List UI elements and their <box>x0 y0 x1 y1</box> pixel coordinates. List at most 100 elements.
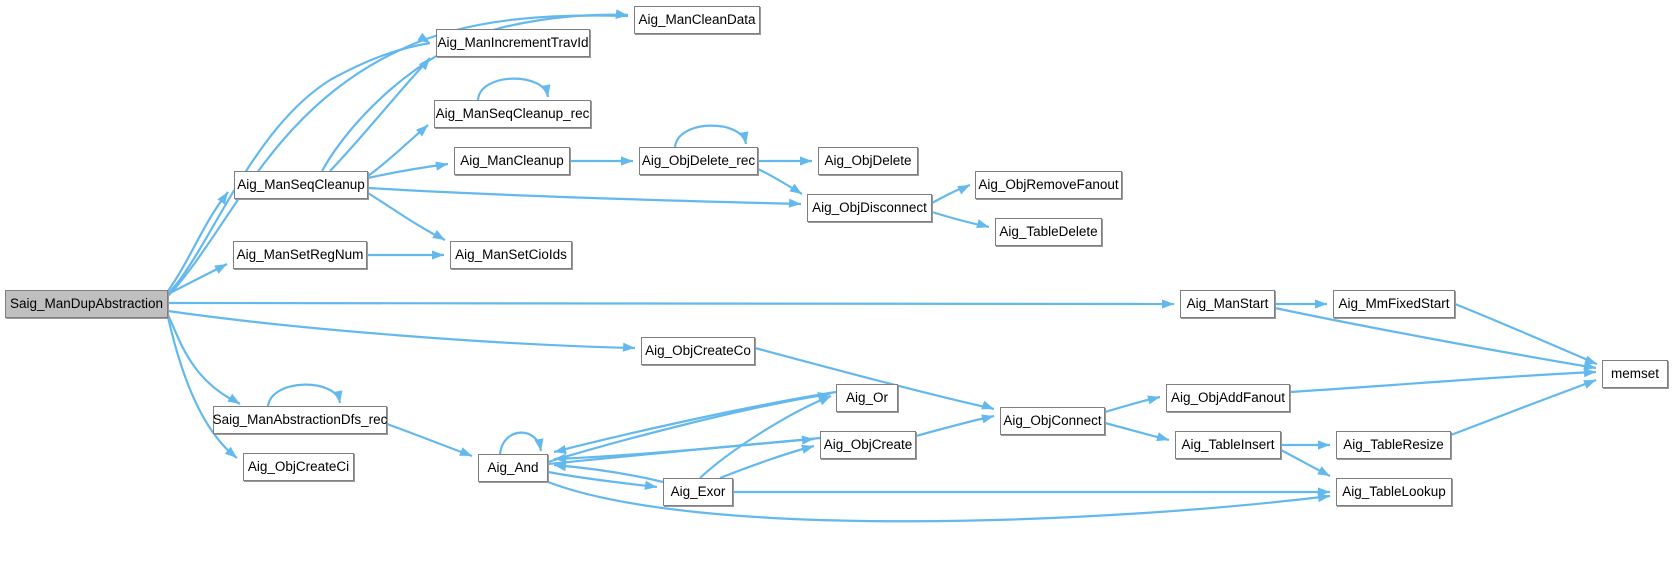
graph-node-aig-tabledelete[interactable]: Aig_TableDelete <box>995 218 1102 246</box>
graph-node-memset[interactable]: memset <box>1602 360 1668 388</box>
arrowhead-layer <box>214 9 1597 503</box>
edge-n25-to-n26 <box>547 470 658 489</box>
edge-n16-to-n20 <box>754 346 995 411</box>
graph-node-aig-manseqcleanup-rec[interactable]: Aig_ManSeqCleanup_rec <box>434 100 591 128</box>
arrowhead <box>416 125 428 137</box>
arrowhead <box>800 156 812 166</box>
graph-node-aig-tablelookup[interactable]: Aig_TableLookup <box>1336 478 1452 506</box>
arrowhead <box>435 161 448 171</box>
graph-node-aig-mmfixedstart[interactable]: Aig_MmFixedStart <box>1333 290 1455 318</box>
graph-node-label: Aig_ObjDisconnect <box>812 200 927 216</box>
edge-n21-to-n20 <box>915 414 995 438</box>
graph-node-label: Aig_ManSetRegNum <box>236 247 364 263</box>
graph-node-aig-mancleandata[interactable]: Aig_ManCleanData <box>634 6 760 34</box>
edge-n7-to-n8 <box>367 186 802 206</box>
arrowhead <box>459 447 472 456</box>
arrowhead <box>1156 432 1169 442</box>
graph-node-label: Aig_And <box>487 460 539 476</box>
graph-node-aig-objconnect[interactable]: Aig_ObjConnect <box>1000 407 1105 435</box>
arrowhead <box>801 444 814 454</box>
edge-n13-to-n15 <box>1274 306 1597 370</box>
arrowhead <box>1317 466 1330 476</box>
graph-node-aig-mancleanup[interactable]: Aig_ManCleanup <box>454 147 570 175</box>
arrowhead <box>417 32 430 43</box>
edge-n25-to-n27 <box>547 480 1331 523</box>
edge-n5-to-n5 <box>673 124 748 148</box>
graph-node-aig-or[interactable]: Aig_Or <box>836 384 898 412</box>
edge-n0-to-n24 <box>166 316 238 459</box>
graph-node-aig-objremovefanout[interactable]: Aig_ObjRemoveFanout <box>975 171 1122 199</box>
edge-n0-to-n2 <box>167 41 431 295</box>
graph-node-aig-tableinsert[interactable]: Aig_TableInsert <box>1175 431 1281 459</box>
graph-node-aig-tableresize[interactable]: Aig_TableResize <box>1336 431 1451 459</box>
arrowhead <box>217 192 228 205</box>
graph-node-label: Aig_ManSeqCleanup_rec <box>435 106 590 122</box>
edge-n3-to-n3 <box>476 77 550 101</box>
arrowhead <box>622 342 635 352</box>
graph-node-label: Aig_TableDelete <box>999 224 1098 240</box>
graph-node-aig-objdelete[interactable]: Aig_ObjDelete <box>818 147 918 175</box>
arrowhead <box>615 9 628 19</box>
arrowhead <box>976 219 989 229</box>
arrowhead <box>981 414 994 424</box>
edge-n19-to-n25 <box>386 422 473 458</box>
graph-node-saig-mandupabstraction[interactable]: Saig_ManDupAbstraction <box>5 290 168 318</box>
graph-node-aig-objcreateco[interactable]: Aig_ObjCreateCo <box>641 337 755 365</box>
graph-node-aig-manstart[interactable]: Aig_ManStart <box>1180 290 1275 318</box>
arrowhead <box>418 58 430 71</box>
arrowhead <box>1584 355 1597 365</box>
edge-n26-to-n25 <box>553 463 664 484</box>
edge-n0-to-n19 <box>167 314 241 405</box>
edge-n18-to-n15 <box>1289 370 1597 394</box>
arrowhead <box>644 480 657 490</box>
graph-node-label: Aig_ObjAddFanout <box>1170 390 1286 406</box>
arrowhead <box>621 156 633 166</box>
graph-node-aig-objdelete-rec[interactable]: Aig_ObjDelete_rec <box>639 147 758 175</box>
arrowhead <box>214 264 227 274</box>
graph-node-label: Aig_ManStart <box>1186 296 1269 312</box>
graph-node-aig-objcreate[interactable]: Aig_ObjCreate <box>820 431 916 459</box>
edge-n25-to-n25 <box>498 431 543 455</box>
arrowhead <box>554 445 567 455</box>
arrowhead <box>981 400 994 410</box>
arrowhead <box>1583 368 1596 378</box>
graph-node-label: Aig_ObjConnect <box>1003 413 1102 429</box>
edge-n25-to-n17 <box>547 392 831 464</box>
edge-n7-to-n2 <box>329 57 431 172</box>
graph-node-label: Aig_Or <box>845 390 889 406</box>
arrowhead <box>1583 380 1596 389</box>
graph-node-aig-objcreateci[interactable]: Aig_ObjCreateCi <box>243 453 354 481</box>
graph-node-aig-mansetcioids[interactable]: Aig_ManSetCioIds <box>450 241 572 269</box>
arrowhead <box>333 390 343 403</box>
graph-node-aig-objdisconnect[interactable]: Aig_ObjDisconnect <box>807 194 932 222</box>
graph-node-label: Aig_ObjCreateCi <box>247 459 350 475</box>
edge-n0-to-n1 <box>167 14 629 297</box>
graph-node-aig-mansetregnum[interactable]: Aig_ManSetRegNum <box>233 241 367 269</box>
arrowhead <box>432 230 445 240</box>
graph-node-label: Aig_TableLookup <box>1342 484 1446 500</box>
arrowhead <box>789 183 802 194</box>
graph-node-label: memset <box>1610 366 1659 382</box>
edge-n23-to-n15 <box>1450 378 1597 437</box>
graph-node-aig-manseqcleanup[interactable]: Aig_ManSeqCleanup <box>234 171 368 199</box>
arrowhead <box>1315 299 1327 309</box>
graph-node-aig-objaddfanout[interactable]: Aig_ObjAddFanout <box>1166 384 1290 412</box>
arrowhead <box>432 250 444 260</box>
graph-node-aig-exor[interactable]: Aig_Exor <box>663 478 733 506</box>
graph-node-saig-manabstractiondfs-rec[interactable]: Saig_ManAbstractionDfs_rec <box>213 406 387 434</box>
graph-node-label: Aig_Exor <box>670 484 726 500</box>
arrowhead <box>788 198 801 208</box>
graph-node-aig-manincrementtravid[interactable]: Aig_ManIncrementTravId <box>436 29 590 57</box>
arrowhead <box>224 446 237 458</box>
graph-node-label: Aig_TableResize <box>1343 437 1444 453</box>
graph-node-label: Aig_ObjRemoveFanout <box>978 177 1119 193</box>
arrowhead <box>534 438 544 451</box>
arrowhead <box>541 84 551 97</box>
graph-node-label: Aig_ObjCreate <box>823 437 913 453</box>
graph-node-label: Aig_ManCleanData <box>638 12 756 28</box>
arrowhead <box>1162 299 1174 309</box>
graph-node-label: Aig_ManCleanup <box>460 153 564 169</box>
graph-node-aig-and[interactable]: Aig_And <box>478 454 548 482</box>
arrowhead <box>554 453 567 463</box>
